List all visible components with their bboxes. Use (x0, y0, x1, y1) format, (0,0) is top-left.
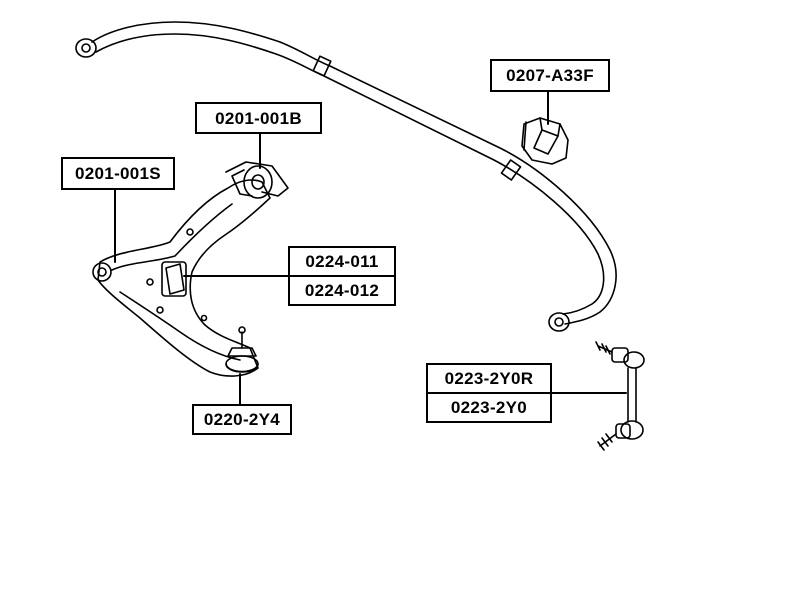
label-ball-joint: 0220-2Y4 (192, 404, 292, 435)
label-stabilizer-link-right: 0223-2Y0R (426, 363, 552, 393)
stabilizer-bar (75, 21, 617, 332)
label-control-arm-front-bushing: 0201-001S (61, 157, 175, 190)
stabilizer-link-drawing (595, 341, 645, 451)
control-arm-drawing (92, 179, 271, 377)
stabilizer-bushing-drawing (521, 117, 569, 165)
leader-lines (114, 91, 627, 405)
label-control-arm-rear-bushing: 0201-001B (195, 102, 322, 134)
ball-joint-drawing (225, 326, 259, 373)
label-control-arm-right: 0224-011 (288, 246, 396, 276)
label-stabilizer-bushing: 0207-A33F (490, 59, 610, 92)
rear-bushing-drawing (225, 161, 289, 199)
label-stabilizer-link: 0223-2Y0 (426, 393, 552, 423)
label-control-arm-left: 0224-012 (288, 276, 396, 306)
